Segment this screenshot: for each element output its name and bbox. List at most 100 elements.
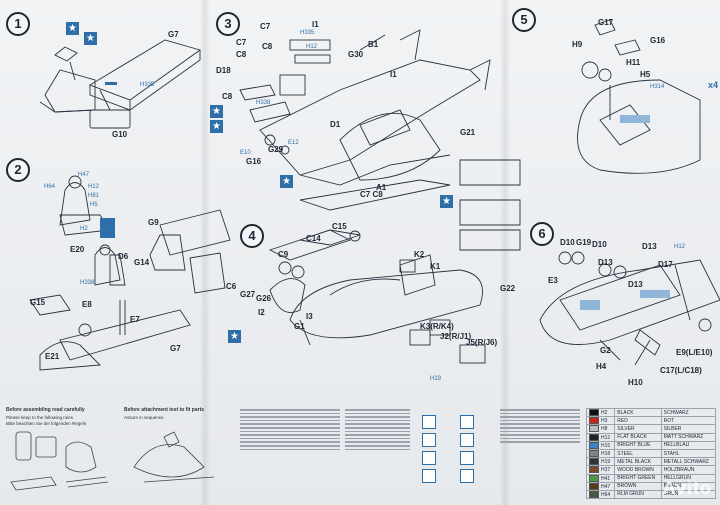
- paint-label: H81: [88, 193, 100, 199]
- paint-name-de: ROT: [660, 416, 717, 426]
- paint-name-de: SILBER: [660, 424, 717, 434]
- part-label: C8: [262, 42, 273, 51]
- part-label: C7 C8: [360, 190, 383, 199]
- part-label: G15: [30, 298, 46, 307]
- part-label: H4: [596, 362, 607, 371]
- paint-label: E10: [240, 150, 251, 156]
- part-label: G16: [650, 36, 666, 45]
- part-label: G29: [268, 145, 284, 154]
- paint-swatch: [589, 482, 599, 490]
- rules-line: Bitte beachten Sie die folgenden Regeln: [6, 421, 87, 426]
- paint-code-text: H47: [601, 483, 611, 490]
- cement-star-icon: ★: [210, 105, 223, 118]
- part-label: D1: [330, 120, 341, 129]
- part-label: C8: [222, 92, 233, 101]
- paint-label: H335: [300, 30, 315, 36]
- paint-code: H8: [585, 424, 616, 434]
- part-label: C7: [260, 22, 271, 31]
- cement-star-icon: ★: [210, 120, 223, 133]
- paint-label: H5: [90, 202, 98, 208]
- part-label: G21: [460, 128, 476, 137]
- cement-star-icon: ★: [280, 175, 293, 188]
- paint-label: H314: [650, 84, 665, 90]
- part-label: E3: [548, 276, 558, 285]
- paint-code: H41: [585, 473, 616, 483]
- glue-illustration: [133, 431, 215, 483]
- paint-name-de: STAHL: [660, 448, 717, 459]
- part-label: E8: [82, 300, 92, 309]
- fit-check-column: Before attachment test to fit parts Assu…: [124, 407, 234, 421]
- part-label: E7: [130, 315, 140, 324]
- symbol-icon: [460, 433, 474, 447]
- part-label: G9: [148, 218, 159, 227]
- part-label: G19: [576, 238, 592, 247]
- part-label: G10: [112, 130, 128, 139]
- paint-swatch: [589, 417, 599, 425]
- paint-swatch: [589, 425, 599, 433]
- paint-code-text: H41: [601, 475, 611, 482]
- paint-label: H12: [88, 184, 100, 190]
- paint-code-text: H18: [601, 450, 611, 457]
- part-label: E9(L/E10): [676, 348, 713, 357]
- part-label: I1: [312, 20, 319, 29]
- paint-label: H2: [80, 226, 88, 232]
- paint-code: H2: [585, 407, 616, 418]
- paint-name-de: GRUN: [660, 489, 717, 500]
- part-label: D10: [560, 238, 575, 247]
- instruction-footer: Before assembling read carefully Please …: [0, 405, 720, 505]
- part-label: G17: [598, 18, 614, 27]
- part-label: G22: [500, 284, 516, 293]
- paint-swatch: [589, 441, 599, 449]
- part-label: C7: [236, 38, 247, 47]
- paint-name-de: SCHWARZ: [660, 407, 717, 418]
- part-label: G1: [294, 322, 305, 331]
- paint-code: H15: [585, 440, 616, 450]
- paint-name-en: RLM GRUN: [614, 489, 662, 500]
- step-6-number: 6: [530, 222, 554, 246]
- paint-name-en: RED: [614, 416, 662, 426]
- text-column: [500, 407, 580, 445]
- part-label: G2: [600, 346, 611, 355]
- paint-swatch: [589, 490, 599, 498]
- part-label: C8: [236, 50, 247, 59]
- page-fold: [500, 0, 510, 505]
- cement-star-icon: ★: [66, 22, 79, 35]
- paint-label: H335: [140, 82, 155, 88]
- step-3-number: 3: [216, 12, 240, 36]
- symbol-icon: [422, 451, 436, 465]
- symbol-icon: [460, 415, 474, 429]
- paint-label: E12: [288, 140, 299, 146]
- paint-name-en: WOOD BROWN: [614, 465, 662, 475]
- cement-star-icon: ★: [440, 195, 453, 208]
- part-label: H11: [626, 58, 641, 67]
- paint-swatch: [589, 409, 599, 417]
- paint-code: H18: [585, 448, 616, 459]
- watermark: Avito: [662, 478, 712, 498]
- paint-code: H19: [585, 457, 616, 467]
- part-label: E21: [45, 352, 60, 361]
- paint-code-text: H64: [601, 491, 611, 498]
- part-label: H5: [640, 70, 651, 79]
- paint-code-text: H2: [601, 409, 608, 416]
- paint-code-text: H3: [601, 418, 608, 425]
- page-fold: [200, 0, 210, 505]
- part-label: C9: [278, 250, 289, 259]
- part-label: G30: [348, 50, 364, 59]
- part-label: D13: [598, 258, 613, 267]
- step-1-number: 1: [6, 12, 30, 36]
- paint-name-de: HELLBLAU: [660, 440, 717, 450]
- paint-name-en: SILVER: [614, 424, 662, 434]
- paint-code: H47: [585, 481, 616, 491]
- paint-code: H37: [585, 465, 616, 475]
- part-label: K1: [430, 262, 441, 271]
- part-label: G7: [168, 30, 179, 39]
- part-label: K3(R/K4): [420, 322, 454, 331]
- part-label: C15: [332, 222, 347, 231]
- fit-check-line: Assure in sequence: [124, 415, 164, 420]
- part-label: A1: [376, 183, 387, 192]
- part-label: D6: [118, 252, 129, 261]
